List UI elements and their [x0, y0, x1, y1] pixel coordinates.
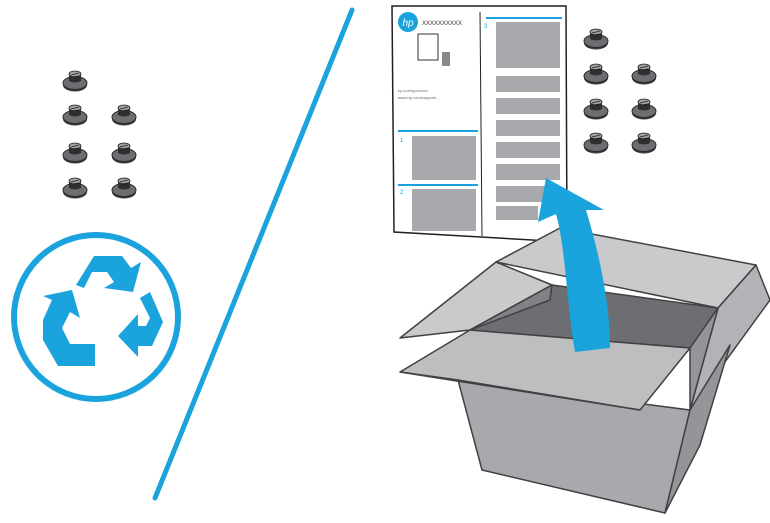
screw-icon: [63, 178, 87, 199]
screw-icon: [584, 133, 608, 154]
installation-guide: hp XXXXXXXXXX hp.com/go/xxxxx www.hp.com…: [392, 6, 567, 242]
screw-icon: [63, 105, 87, 126]
step-1-image: [412, 136, 476, 180]
screw-icon: [112, 178, 136, 199]
step-3-row: [496, 142, 560, 158]
screw-icon: [584, 99, 608, 120]
step-3-row: [496, 76, 560, 92]
screw-icon: [632, 133, 656, 154]
screw-icon: [632, 99, 656, 120]
screw-icon: [584, 64, 608, 85]
step-3-row: [496, 206, 538, 220]
screws-right-group: [584, 29, 656, 154]
step-3-row: [496, 98, 560, 114]
side-text-2: www.hp.com/support/...: [398, 95, 440, 100]
step-2-image: [412, 189, 476, 231]
screw-icon: [584, 29, 608, 50]
screw-icon: [112, 105, 136, 126]
step-3-image: [496, 22, 560, 68]
document-code: XXXXXXXXXX: [422, 21, 462, 27]
hp-logo-text: hp: [402, 18, 414, 29]
step-3-row: [496, 164, 560, 180]
step-3-row: [496, 120, 560, 136]
screw-icon: [63, 143, 87, 164]
recycle-icon: [14, 235, 178, 399]
qr-code: [442, 52, 450, 66]
screws-left-group: [63, 71, 136, 199]
side-text-1: hp.com/go/xxxxx: [398, 88, 428, 93]
screw-icon: [63, 71, 87, 92]
diagonal-divider: [155, 10, 352, 498]
screw-icon: [112, 143, 136, 164]
screw-icon: [632, 64, 656, 85]
